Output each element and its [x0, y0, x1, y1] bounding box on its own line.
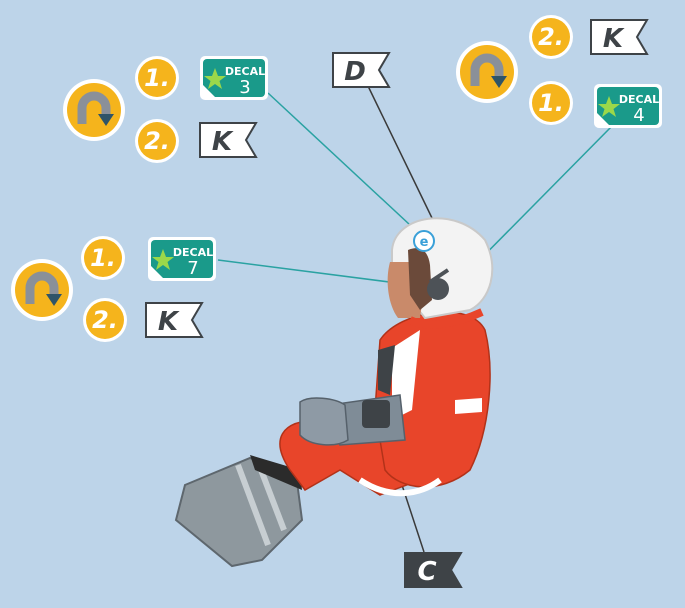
step-1-label: 1. [538, 89, 564, 117]
step-2-label: 2. [92, 306, 118, 334]
step-group-decal-4: 2. K 1. DECAL 4 [456, 15, 662, 128]
step-1-circle: 1. [135, 56, 179, 100]
step-2-circle: 2. [83, 298, 127, 342]
decal-number: 3 [239, 77, 250, 98]
decal-word: DECAL [173, 246, 213, 259]
rotate-icon [63, 79, 125, 141]
flag-d-letter: D [344, 57, 366, 87]
leader-decal-3 [267, 92, 425, 239]
pilot-figure: e [174, 217, 494, 568]
decal-word: DECAL [225, 65, 265, 78]
step-1-label: 1. [144, 64, 170, 92]
step-group-decal-3: 1. DECAL 3 2. K [63, 56, 268, 163]
flag-k-letter: K [212, 127, 234, 157]
flag-k: K [145, 302, 203, 338]
flag-c: C [404, 552, 462, 588]
flag-k: K [199, 122, 257, 158]
flag-c-letter: C [417, 557, 436, 587]
rotate-icon [456, 41, 518, 103]
step-2-circle: 2. [135, 119, 179, 163]
helmet-emblem [413, 230, 435, 252]
step-group-decal-7: 1. DECAL 7 2. K [11, 236, 216, 342]
flag-k-letter: K [603, 24, 625, 54]
rotate-icon [11, 259, 73, 321]
decal-word: DECAL [619, 93, 659, 106]
decal-badge: DECAL 3 [200, 56, 268, 100]
step-2-label: 2. [144, 127, 170, 155]
flag-k: K [590, 19, 648, 55]
decal-badge: DECAL 7 [148, 237, 216, 281]
step-2-label: 2. [538, 23, 564, 51]
step-2-circle: 2. [529, 15, 573, 59]
flag-d: D [332, 52, 390, 88]
decal-badge: DECAL 4 [594, 84, 662, 128]
helmet-ear-disc [427, 278, 449, 300]
step-1-circle: 1. [529, 81, 573, 125]
step-1-circle: 1. [81, 236, 125, 280]
decal-number: 7 [187, 258, 198, 279]
flag-k-letter: K [158, 307, 180, 337]
svg-text:e: e [420, 235, 429, 250]
decal-number: 4 [633, 105, 644, 126]
leader-flag-d [367, 85, 433, 219]
step-1-label: 1. [90, 244, 116, 272]
glove [299, 397, 349, 446]
